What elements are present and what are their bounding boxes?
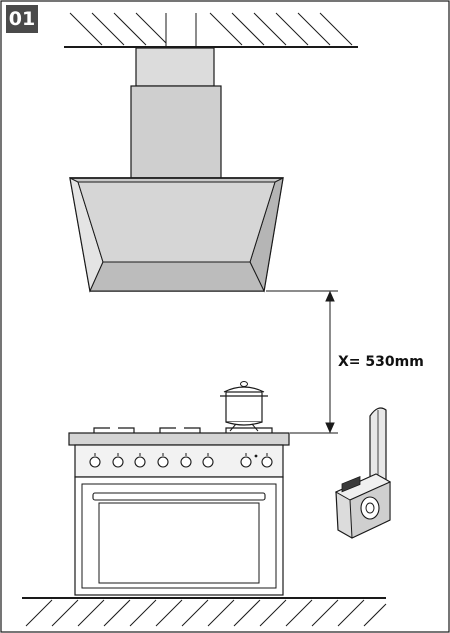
cooker-hood	[69, 177, 284, 293]
ceiling	[64, 12, 358, 48]
control-panel	[74, 444, 284, 478]
tape-measure-icon	[334, 407, 392, 539]
clearance-dimension-label: X= 530mm	[338, 354, 424, 370]
control-knobs	[89, 456, 273, 468]
burner-grates	[93, 427, 273, 433]
oven-window	[98, 502, 260, 584]
chimney-upper	[135, 47, 215, 87]
floor	[22, 597, 387, 627]
step-number-badge: 01	[6, 5, 38, 33]
dimension-marker	[266, 290, 338, 434]
chimney-lower	[130, 85, 222, 179]
cooking-pot	[220, 381, 268, 432]
cooktop	[68, 432, 290, 446]
oven-handle	[92, 492, 266, 501]
